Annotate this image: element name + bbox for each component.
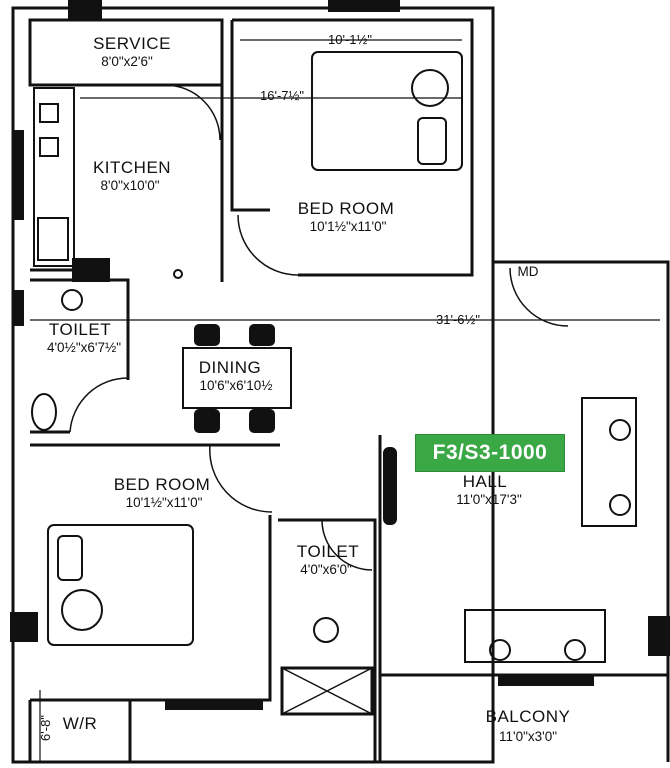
sofa-right-icon xyxy=(581,397,637,527)
sofa-bottom-icon xyxy=(464,609,606,663)
column-2 xyxy=(328,0,400,12)
duct xyxy=(280,666,374,716)
sink-icon xyxy=(37,217,69,261)
service-label: SERVICE xyxy=(93,34,171,53)
person-3-icon xyxy=(489,639,511,661)
wr-label: W/R xyxy=(63,714,98,733)
column-8 xyxy=(165,700,263,710)
service-dim: 8'0"x2'6" xyxy=(101,54,153,69)
balcony-label: BALCONY xyxy=(486,707,571,726)
toilet-mid-label: TOILET xyxy=(297,542,359,561)
bed-bottom-icon xyxy=(47,524,194,646)
column-7 xyxy=(14,290,24,326)
md-label: MD xyxy=(518,264,539,279)
toilet-mid-wall xyxy=(278,518,377,762)
duct-cross xyxy=(281,667,373,715)
washbasin-icon xyxy=(31,393,57,431)
bedroom-bottom-dim: 10'1½"x11'0" xyxy=(126,495,203,510)
bedroom-top-dim: 10'1½"x11'0" xyxy=(310,219,387,234)
wr-wall xyxy=(28,700,132,762)
stove-burner-2-icon xyxy=(39,137,59,157)
kitchen-counter-icon xyxy=(33,87,75,267)
toilet-left-label: TOILET xyxy=(49,320,111,339)
outer-wall xyxy=(11,6,495,764)
stove-burner-1-icon xyxy=(39,103,59,123)
column-3 xyxy=(72,258,110,282)
plan-code-badge: F3/S3-1000 xyxy=(415,434,565,472)
door-service xyxy=(164,84,221,141)
door-bedroom-bottom xyxy=(209,444,273,513)
bedroom-bottom-label: BED ROOM xyxy=(114,475,211,494)
dining-label: DINING xyxy=(199,358,262,377)
hall-door-panel xyxy=(383,447,397,525)
column-4 xyxy=(10,612,38,642)
pillow2-bottom-icon xyxy=(57,535,83,581)
door-toilet-left xyxy=(69,377,129,433)
chair-3-icon xyxy=(194,409,220,433)
kitchen-label: KITCHEN xyxy=(93,158,171,177)
person-2-icon xyxy=(609,494,631,516)
wc-left-icon xyxy=(61,289,83,311)
column-9 xyxy=(498,676,594,686)
dim-full-width: 31'-6½" xyxy=(436,312,480,327)
chair-2-icon xyxy=(249,324,275,346)
door-bedroom-top xyxy=(237,214,299,276)
door-main xyxy=(509,267,569,327)
hall-outer-wall xyxy=(493,260,670,762)
person-1-icon xyxy=(609,419,631,441)
dim-top-width: 10'-1½" xyxy=(328,32,372,47)
pillow2-top-icon xyxy=(417,117,447,165)
bedroom-top-left-wall xyxy=(230,20,270,212)
pillow-top-icon xyxy=(411,69,449,107)
bedroom-bottom-right xyxy=(30,515,272,702)
door-toilet-mid xyxy=(321,519,373,571)
column-5 xyxy=(648,616,670,656)
pillow-bottom-icon xyxy=(61,589,103,631)
chair-4-icon xyxy=(249,409,275,433)
bed-top-icon xyxy=(311,51,463,171)
chair-1-icon xyxy=(194,324,220,346)
toilet-left-wall xyxy=(30,278,130,380)
wc-mid-icon xyxy=(313,617,339,643)
dining-table-icon xyxy=(182,347,292,409)
dim-wr-side: 6'-8" xyxy=(38,715,53,741)
dining-dim: 10'6"x6'10½ xyxy=(199,378,272,393)
bedroom-top-label: BED ROOM xyxy=(298,199,395,218)
toilet-left-dim: 4'0½"x6'7½" xyxy=(47,340,121,355)
balcony-dim: 11'0"x3'0" xyxy=(499,729,557,744)
bedroom-top-wall xyxy=(232,18,474,277)
person-4-icon xyxy=(564,639,586,661)
column-6 xyxy=(14,130,24,220)
dim-mid-width: 16'-7½" xyxy=(260,88,304,103)
kitchen-dim: 8'0"x10'0" xyxy=(100,178,159,193)
hall-dim: 11'0"x17'3" xyxy=(456,492,522,507)
hall-label: HALL xyxy=(463,472,508,491)
toilet-mid-dim: 4'0"x6'0" xyxy=(300,562,352,577)
kitchen-drain-icon xyxy=(173,269,183,279)
column-1 xyxy=(68,0,102,20)
